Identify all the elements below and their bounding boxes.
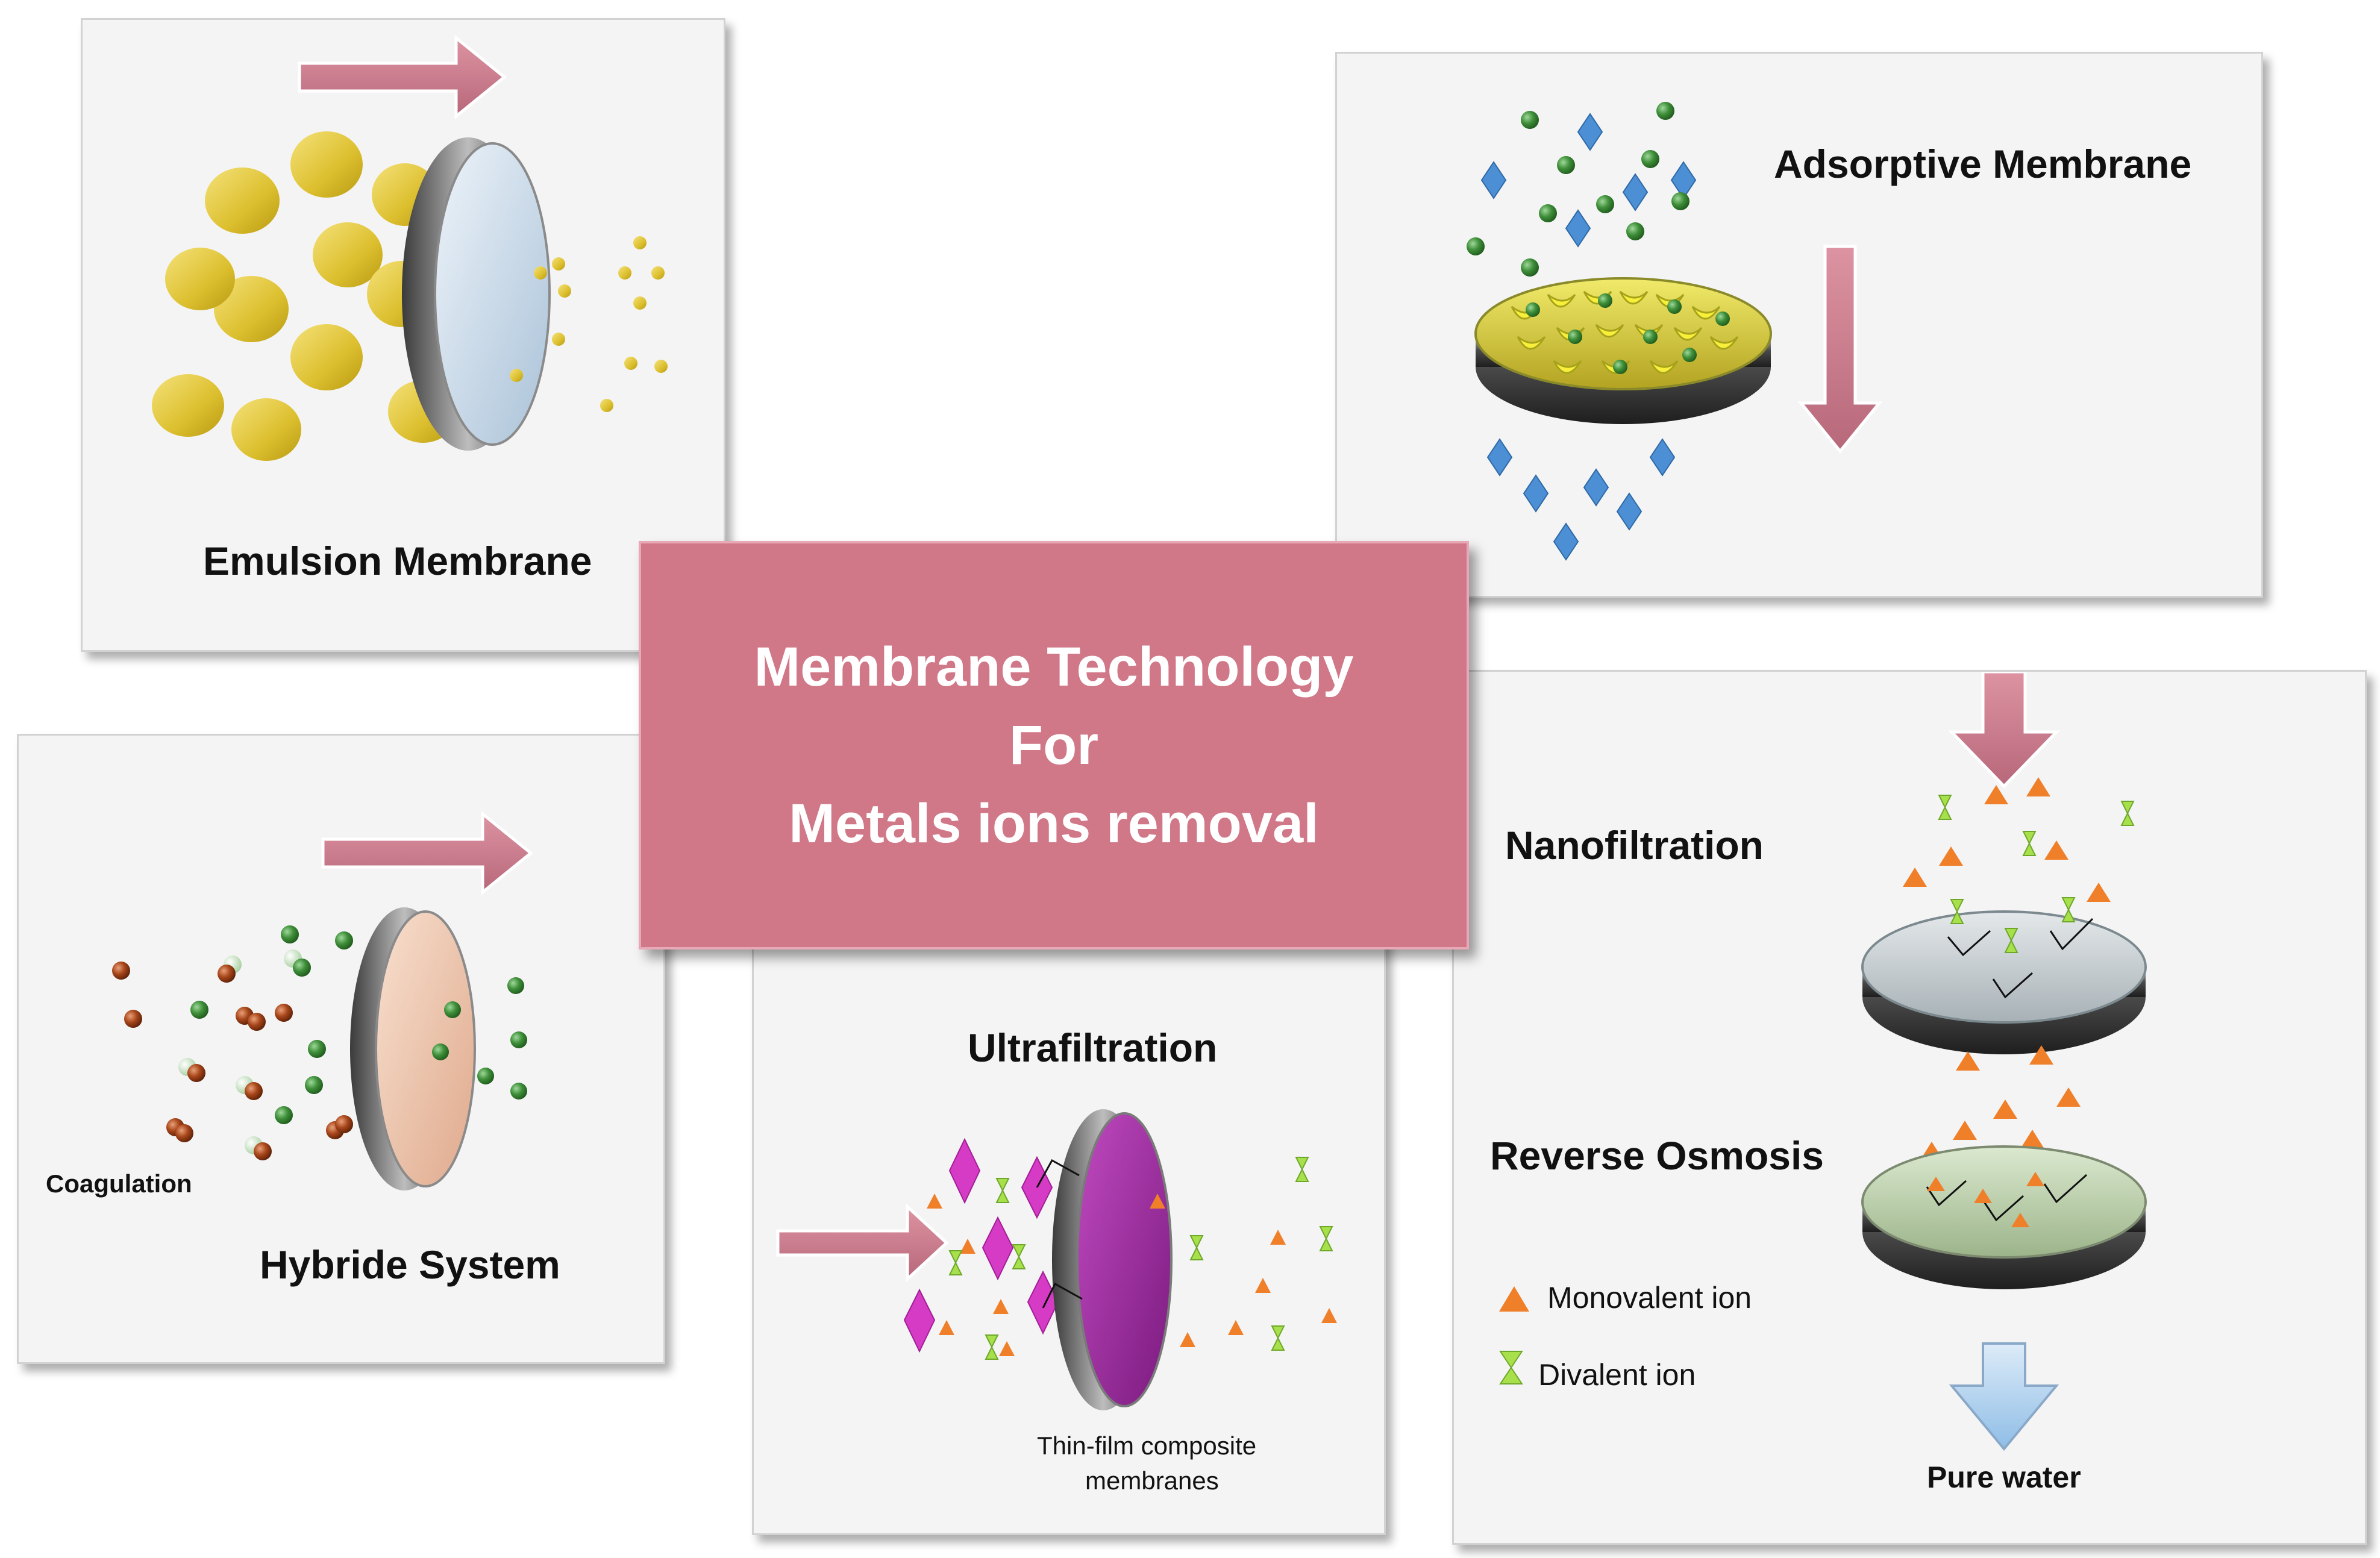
label-reverse-osmosis: Reverse Osmosis [1490, 1133, 1824, 1178]
membrane-disc-icon [402, 137, 551, 451]
panel-nanofiltration-ro: Nanofiltration Reverse Osmosis Monovalen… [1452, 670, 2367, 1545]
panel-emulsion-membrane: Emulsion Membrane [81, 18, 725, 652]
panel-ultrafiltration: Ultrafiltration Thin-film composite memb… [752, 933, 1386, 1535]
ultrafiltration-art [776, 1109, 1337, 1410]
panel-hybride-system: Coagulation Hybride System [17, 734, 665, 1364]
panel-title-ultrafiltration: Ultrafiltration [968, 1025, 1218, 1070]
yellow-droplets-small [510, 236, 668, 412]
center-title-line1: Membrane Technology [754, 636, 1354, 698]
legend-monovalent-label: Monovalent ion [1547, 1281, 1752, 1315]
center-title-box: Membrane Technology For Metals ions remo… [639, 541, 1469, 950]
nf-ro-art [1499, 672, 2147, 1451]
green-ion-spheres-passed [432, 977, 527, 1100]
down-flow-arrow-icon [1797, 245, 1883, 454]
down-flow-arrow-icon [1948, 672, 2060, 789]
center-title-line3: Metals ions removal [789, 793, 1319, 854]
label-nanofiltration: Nanofiltration [1505, 823, 1764, 868]
blue-ion-diamonds-top [1480, 113, 1697, 248]
membrane-disc-icon [350, 907, 476, 1190]
blue-ion-diamonds-bottom [1486, 438, 1676, 561]
adsorptive-art [1467, 102, 1883, 561]
green-ion-spheres-top [1467, 102, 1689, 277]
hybride-art [112, 810, 533, 1190]
coagulation-label: Coagulation [46, 1169, 192, 1198]
caption-thin-film-line1: Thin-film composite [1037, 1431, 1257, 1460]
legend-divalent-label: Divalent ion [1538, 1358, 1696, 1392]
flow-arrow-icon [321, 810, 533, 896]
center-title-line2: For [1009, 715, 1099, 776]
reverse-osmosis-disc-icon [1861, 1145, 2147, 1289]
nf-permeate-ions [1920, 1045, 2081, 1161]
panel-title-adsorptive: Adsorptive Membrane [1774, 142, 2192, 186]
emulsion-art [152, 34, 668, 461]
orange-ion-triangles [927, 1194, 1337, 1356]
flow-arrow-icon [776, 1203, 949, 1283]
panel-title-emulsion: Emulsion Membrane [203, 539, 592, 583]
panel-title-hybride: Hybride System [260, 1242, 560, 1287]
lime-ion-hourglasses [948, 1157, 1333, 1360]
label-pure-water: Pure water [1927, 1460, 2081, 1494]
membrane-disc-icon [1036, 1109, 1173, 1410]
flow-arrow-icon [298, 34, 507, 120]
coagulation-particles [112, 925, 353, 1160]
panel-adsorptive-membrane: Adsorptive Membrane [1335, 52, 2263, 598]
nf-feed-ions [1903, 777, 2135, 902]
pure-water-arrow-icon [1949, 1342, 2059, 1451]
legend-monovalent-icon [1499, 1286, 1529, 1312]
caption-thin-film-line2: membranes [1085, 1466, 1219, 1495]
adsorptive-membrane-disc-icon [1474, 277, 1772, 424]
magenta-ion-diamonds [903, 1137, 1059, 1353]
legend-divalent-icon [1499, 1351, 1523, 1384]
nanofiltration-disc-icon [1861, 897, 2147, 1054]
